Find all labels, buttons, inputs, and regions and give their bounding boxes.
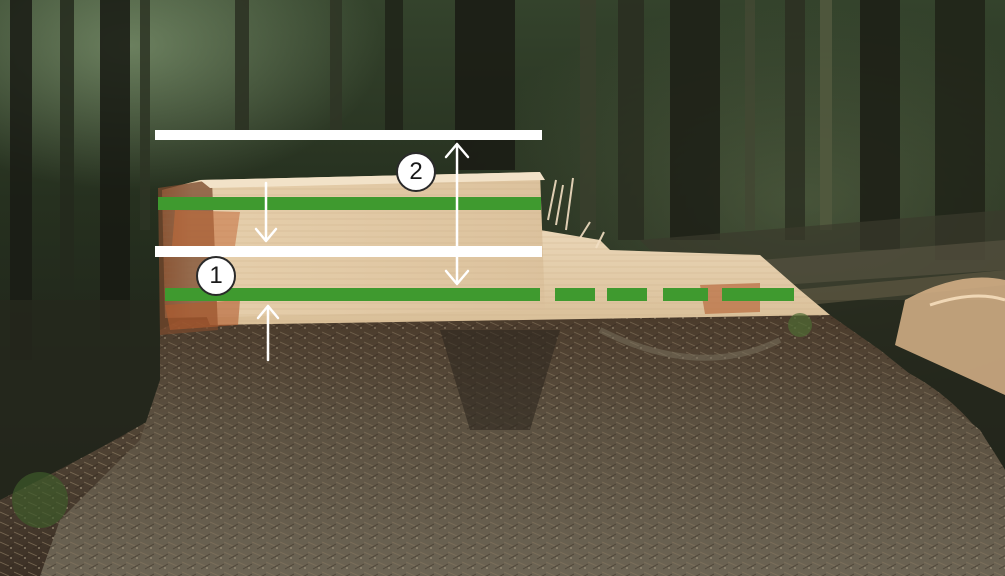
callout-2: 2	[396, 152, 436, 192]
lower-green-dash-4	[722, 288, 794, 301]
double-arrow-icon	[444, 142, 470, 286]
lower-green-dash-2	[607, 288, 647, 301]
lower-green-dash-1	[555, 288, 595, 301]
arrow-down-icon	[254, 181, 278, 243]
upper-green-cut-line	[158, 197, 541, 210]
arrow-up-icon	[256, 304, 280, 362]
callout-1: 1	[196, 256, 236, 296]
lower-green-cut-line	[165, 288, 540, 301]
lower-green-dash-3	[663, 288, 708, 301]
upper-reference-line	[155, 130, 542, 140]
middle-reference-line	[155, 246, 542, 257]
